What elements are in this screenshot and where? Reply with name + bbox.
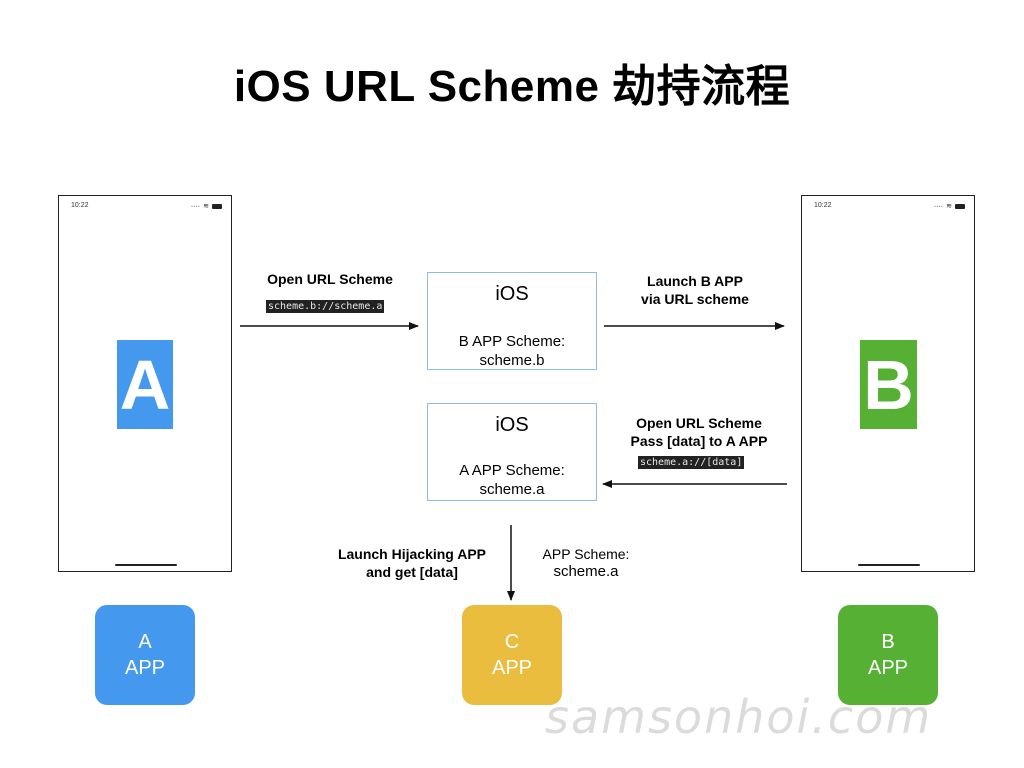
- phone-b-home-indicator: [858, 564, 920, 566]
- ios-box-scheme: A APP Scheme: scheme.a: [428, 461, 596, 499]
- ios-box-b-scheme: iOS B APP Scheme: scheme.b: [427, 272, 597, 370]
- scheme-value: scheme.b: [479, 352, 545, 369]
- label-line: via URL scheme: [641, 291, 749, 307]
- arrow-a-code: scheme.b://scheme.a: [266, 300, 385, 313]
- scheme-label: B APP Scheme:: [458, 333, 566, 350]
- wifi-icon: ≋: [946, 203, 952, 210]
- ios-box-scheme: B APP Scheme: scheme.b: [428, 332, 596, 370]
- watermark: samsonhoi.com: [545, 690, 933, 744]
- arrow-b-code: scheme.a://[data]: [638, 456, 745, 469]
- phone-b-clock: 10:22: [814, 202, 832, 209]
- phone-a-status-bar: •••• ≋: [191, 203, 222, 210]
- page-title: iOS URL Scheme 劫持流程: [233, 62, 791, 111]
- label-line: Launch Hijacking APP: [337, 546, 487, 562]
- scheme-value: scheme.a: [479, 481, 545, 498]
- phone-b-status-bar: •••• ≋: [934, 203, 965, 210]
- phone-b: 10:22 •••• ≋ B: [801, 195, 975, 572]
- label-line: Pass [data] to A APP: [630, 433, 768, 449]
- signal-icon: ••••: [934, 203, 944, 210]
- battery-icon: [955, 204, 965, 209]
- app-label: APP: [124, 657, 166, 679]
- app-b-icon: B APP: [838, 605, 938, 705]
- ios-box-title: iOS: [495, 414, 529, 436]
- app-a-icon: A APP: [95, 605, 195, 705]
- label-line: Launch B APP: [647, 273, 743, 289]
- app-letter: A: [138, 631, 152, 653]
- arrow-ios-to-c-left-label: Launch Hijacking APP and get [data]: [322, 545, 502, 581]
- label-line: scheme.a: [553, 563, 619, 580]
- label-line: and get [data]: [366, 564, 458, 580]
- app-a-screen-tile: A: [117, 340, 173, 429]
- signal-icon: ••••: [191, 203, 201, 210]
- app-b-screen-tile: B: [860, 340, 917, 429]
- phone-a-clock: 10:22: [71, 202, 89, 209]
- battery-icon: [212, 204, 222, 209]
- scheme-label: A APP Scheme:: [459, 462, 565, 479]
- arrow-ios-to-c-right-label: APP Scheme: scheme.a: [526, 545, 646, 581]
- app-letter: C: [504, 631, 520, 653]
- label-line: Open URL Scheme: [636, 415, 762, 431]
- app-c-icon: C APP: [462, 605, 562, 705]
- app-label: APP: [491, 657, 533, 679]
- phone-a-home-indicator: [115, 564, 177, 566]
- phone-a: 10:22 •••• ≋ A: [58, 195, 232, 572]
- arrow-a-label: Open URL Scheme: [267, 271, 393, 287]
- label-line: APP Scheme:: [542, 546, 630, 562]
- ios-box-title: iOS: [495, 283, 529, 305]
- ios-box-a-scheme: iOS A APP Scheme: scheme.a: [427, 403, 597, 501]
- app-label: APP: [867, 657, 909, 679]
- wifi-icon: ≋: [203, 203, 209, 210]
- arrow-b-to-ios-label: Open URL Scheme Pass [data] to A APP: [604, 414, 794, 450]
- arrow-ios-to-b-label: Launch B APP via URL scheme: [615, 272, 775, 308]
- app-letter: B: [881, 631, 895, 653]
